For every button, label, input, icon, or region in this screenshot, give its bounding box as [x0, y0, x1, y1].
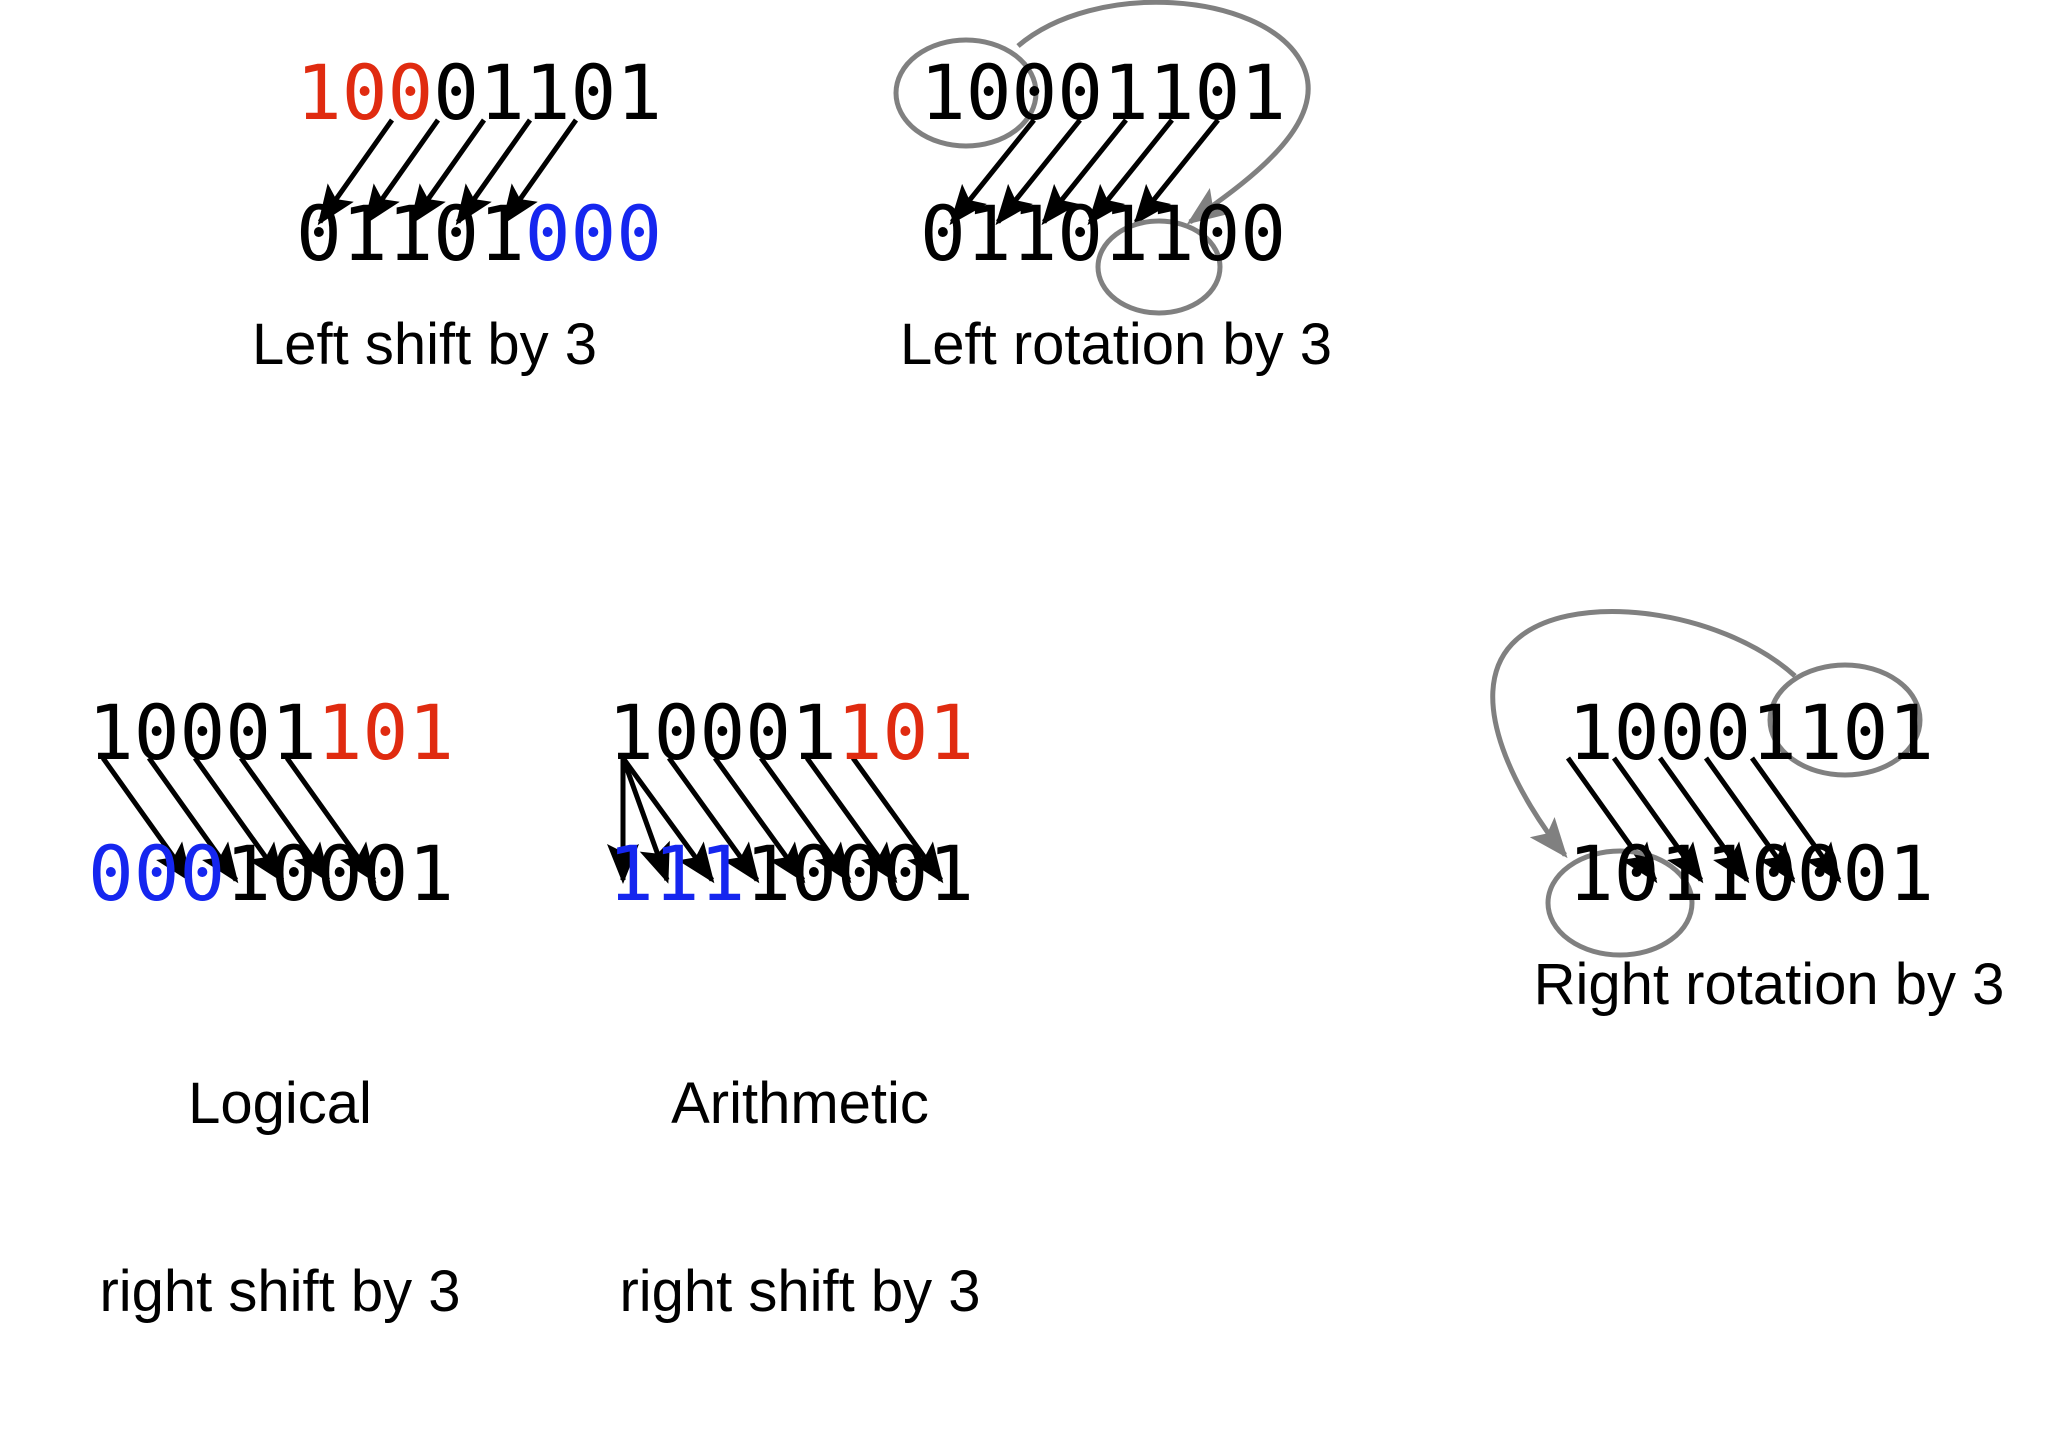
- arithmetic-output-fill: 111: [608, 829, 746, 918]
- right-rotation-input: 10001101: [1568, 688, 1935, 777]
- left-rotation-input: 10001101: [920, 48, 1287, 137]
- arithmetic-right-shift-caption: Arithmetic right shift by 3: [520, 948, 1080, 1449]
- logical-caption-line2: right shift by 3: [99, 1259, 461, 1325]
- logical-input-highlight: 101: [316, 688, 455, 777]
- panel-right-rotation: 10001101 10110001 Right rotation by 3: [1480, 640, 2058, 1017]
- left-shift-output: 01101000: [296, 196, 700, 272]
- left-shift-output-fill: 000: [524, 189, 663, 278]
- left-shift-caption: Left shift by 3: [252, 312, 597, 377]
- logical-right-shift-output: 00010001: [88, 836, 560, 912]
- logical-caption-line1: Logical: [188, 1071, 372, 1137]
- logical-input-head: 10001: [88, 688, 317, 777]
- left-shift-input: 10001101: [296, 55, 700, 131]
- logical-output-rest: 10001: [225, 829, 455, 918]
- left-shift-input-highlight: 100: [296, 48, 434, 137]
- left-rotation-caption: Left rotation by 3: [900, 312, 1333, 377]
- logical-right-shift-caption: Logical right shift by 3: [0, 948, 560, 1449]
- logical-right-shift-input: 10001101: [88, 695, 560, 771]
- panel-left-shift: 10001101 01101000 Left shift by 3: [0, 0, 700, 377]
- figure-canvas: 10001101 01101000 Left shift by 3 100011…: [0, 0, 2058, 1323]
- arithmetic-right-shift-output: 11110001: [608, 836, 1080, 912]
- arithmetic-input-highlight: 101: [836, 688, 975, 777]
- left-shift-output-head: 01101: [296, 189, 525, 278]
- arithmetic-input-head: 10001: [608, 688, 837, 777]
- right-rotation-caption: Right rotation by 3: [1533, 952, 2005, 1017]
- panel-left-rotation: 10001101 01101100 Left rotation by 3: [900, 0, 1600, 377]
- arithmetic-right-shift-input: 10001101: [608, 695, 1080, 771]
- panel-arithmetic-right-shift: 10001101 11110001 Arithmetic right shift…: [520, 640, 1080, 1449]
- arithmetic-output-rest: 10001: [745, 829, 975, 918]
- left-rotation-output: 01101100: [920, 189, 1287, 278]
- right-rotation-output: 10110001: [1568, 829, 1935, 918]
- arithmetic-caption-line2: right shift by 3: [619, 1259, 981, 1325]
- arithmetic-caption-line1: Arithmetic: [671, 1071, 929, 1137]
- left-shift-input-rest: 01101: [433, 48, 663, 137]
- logical-output-fill: 000: [88, 829, 226, 918]
- panel-logical-right-shift: 10001101 00010001 Logical right shift by…: [0, 640, 560, 1449]
